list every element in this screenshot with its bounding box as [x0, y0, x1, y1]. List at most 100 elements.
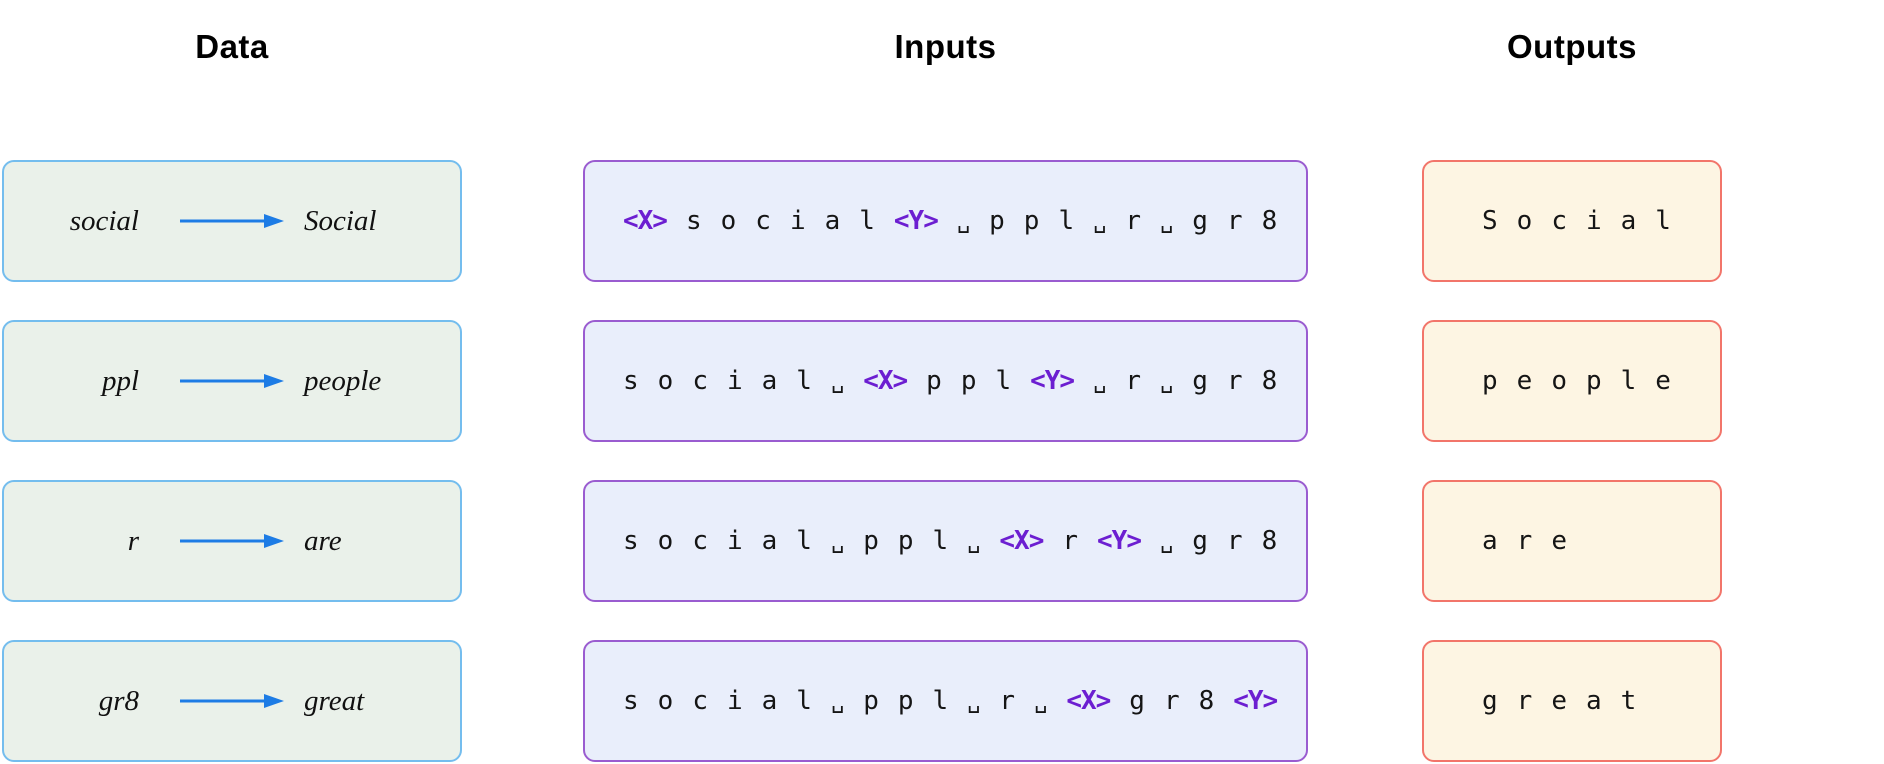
char-token: s: [623, 526, 639, 556]
char-token: i: [726, 366, 743, 396]
data-from-label: ppl: [101, 364, 139, 397]
char-token: r: [1226, 206, 1243, 236]
char-token: p: [1585, 366, 1602, 396]
char-token: g: [1192, 366, 1208, 396]
char-token: g: [1129, 686, 1145, 716]
char-token: p: [863, 686, 879, 716]
char-token: c: [692, 366, 708, 396]
char-token: r: [1226, 526, 1243, 556]
char-token: s: [685, 206, 702, 236]
data-from-label: gr8: [98, 684, 139, 717]
space-marker: ␣: [1160, 369, 1174, 394]
char-token: o: [1516, 206, 1533, 236]
sentinel-token: <Y>: [1233, 686, 1278, 716]
char-token: l: [796, 366, 812, 396]
space-marker: ␣: [967, 529, 981, 554]
char-token: e: [1551, 686, 1567, 716]
char-token: c: [692, 526, 708, 556]
char-token: r: [1516, 686, 1533, 716]
char-token: p: [897, 526, 914, 556]
right-arrow-icon: [180, 214, 284, 228]
sentinel-token: <X>: [623, 206, 668, 236]
space-marker: ␣: [956, 209, 971, 234]
char-token: a: [1585, 686, 1602, 716]
char-token: l: [1620, 366, 1637, 396]
char-token: e: [1516, 366, 1533, 396]
char-token: l: [932, 526, 949, 556]
char-token: r: [1163, 686, 1180, 716]
char-token: c: [692, 686, 708, 716]
char-token: p: [926, 366, 942, 396]
data-to-label: people: [304, 364, 382, 397]
char-token: r: [1516, 526, 1533, 556]
data-pair-box: ppl people: [2, 320, 462, 442]
char-token: o: [657, 526, 674, 556]
data-to-label: are: [304, 524, 342, 557]
space-marker: ␣: [1093, 369, 1107, 394]
char-token: r: [1226, 366, 1243, 396]
data-from-label: social: [69, 204, 139, 237]
space-marker: ␣: [1034, 689, 1048, 714]
char-token: p: [1023, 206, 1040, 236]
char-token: a: [761, 366, 778, 396]
char-token: i: [1585, 206, 1602, 236]
char-token: p: [989, 206, 1005, 236]
data-pair-box: r are: [2, 480, 462, 602]
sentinel-token: <Y>: [1030, 366, 1075, 396]
space-marker: ␣: [1160, 209, 1174, 234]
char-token: o: [720, 206, 737, 236]
char-token: o: [657, 366, 674, 396]
space-marker: ␣: [830, 369, 845, 394]
char-token: l: [1058, 206, 1075, 236]
space-marker: ␣: [830, 689, 845, 714]
data-to-label: great: [304, 684, 365, 717]
char-token: a: [1620, 206, 1637, 236]
char-token: p: [960, 366, 977, 396]
char-token: i: [726, 686, 743, 716]
char-token: a: [824, 206, 841, 236]
char-token: l: [932, 686, 949, 716]
char-token: p: [897, 686, 914, 716]
char-token: i: [726, 526, 743, 556]
data-to-label: Social: [304, 204, 377, 237]
char-token: c: [1551, 206, 1567, 236]
sentinel-token: <Y>: [893, 206, 939, 236]
char-token: l: [995, 366, 1012, 396]
char-token: 8: [1261, 526, 1278, 556]
char-token: S: [1482, 206, 1498, 236]
char-token: p: [863, 526, 879, 556]
char-token: r: [1125, 366, 1141, 396]
char-token: g: [1482, 686, 1498, 716]
char-token: l: [796, 686, 812, 716]
char-token: l: [859, 206, 875, 236]
right-arrow-icon: [180, 534, 284, 548]
char-token: i: [789, 206, 806, 236]
char-token: e: [1551, 526, 1567, 556]
char-token: r: [999, 686, 1016, 716]
char-token: 8: [1198, 686, 1215, 716]
data-pair-box: social Social: [2, 160, 462, 282]
space-marker: ␣: [1093, 209, 1107, 234]
inputs-column-header: Inputs: [894, 28, 997, 65]
char-token: e: [1655, 366, 1671, 396]
sentinel-token: <X>: [1066, 686, 1111, 716]
